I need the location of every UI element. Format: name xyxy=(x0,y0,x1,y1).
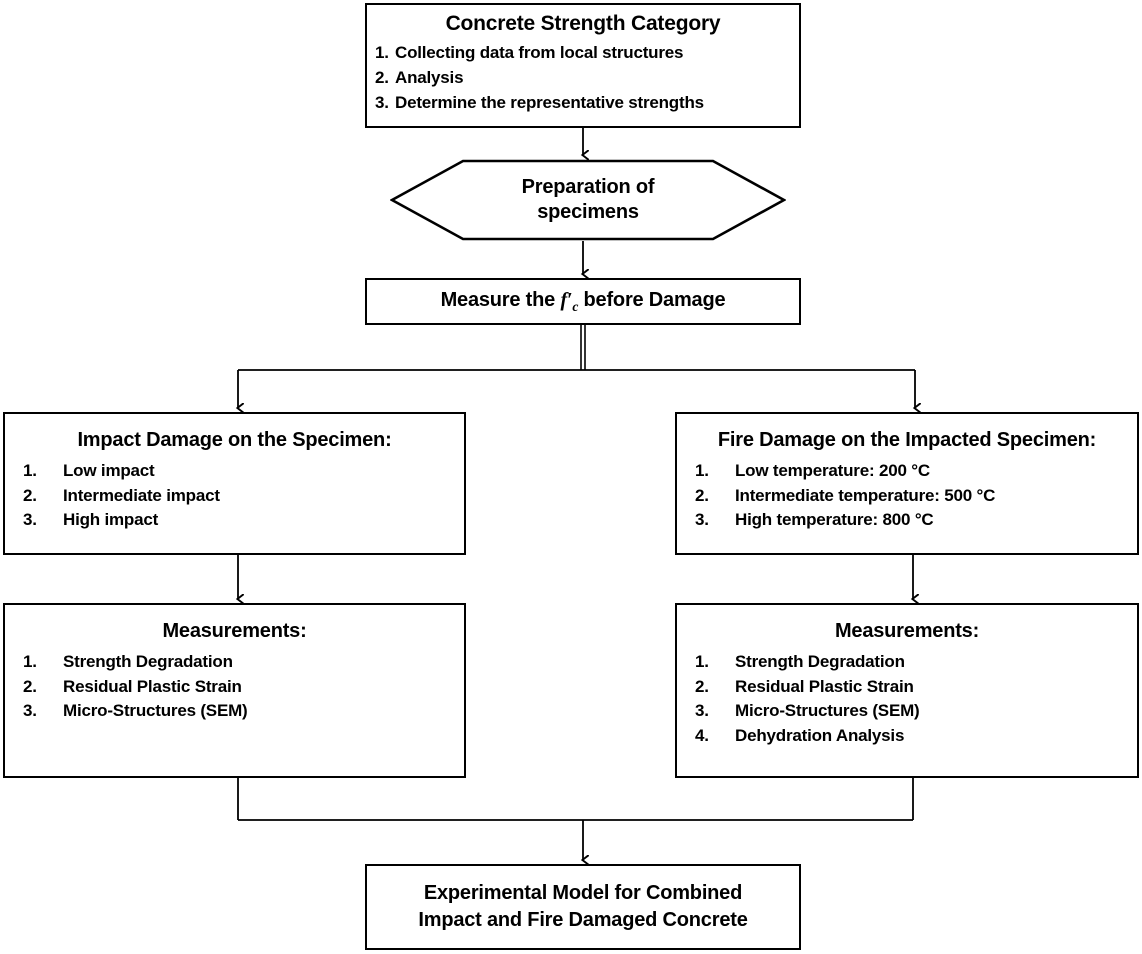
list-item-label: Determine the representative strengths xyxy=(395,92,704,112)
node-title: Experimental Model for Combined Impact a… xyxy=(418,882,748,931)
impact-item-list: 1. Low impact 2. Intermediate impact 3. … xyxy=(5,459,464,533)
list-item: 2. Residual Plastic Strain xyxy=(695,675,1137,700)
list-item: 1. Low temperature: 200 °C xyxy=(695,459,1137,484)
measurements-right-item-list: 1. Strength Degradation 2. Residual Plas… xyxy=(677,650,1137,749)
node-measurements-fire: Measurements: 1. Strength Degradation 2.… xyxy=(675,603,1139,778)
hexagon-shape xyxy=(390,159,786,241)
list-item: 3. High temperature: 800 °C xyxy=(695,508,1137,533)
fc-subscript: c xyxy=(572,298,579,314)
measure-title-suffix: before Damage xyxy=(578,288,726,311)
list-item-label: High impact xyxy=(63,510,159,530)
fc-glyph: f′ xyxy=(560,288,573,311)
fire-item-list: 1. Low temperature: 200 °C 2. Intermedia… xyxy=(677,459,1137,533)
list-item-label: Analysis xyxy=(395,67,464,87)
list-item-label: Intermediate impact xyxy=(63,485,220,505)
list-item: 2. Intermediate impact xyxy=(23,484,464,509)
list-item-number: 4. xyxy=(695,725,709,745)
node-impact-damage-on-specimen: Impact Damage on the Specimen: 1. Low im… xyxy=(3,412,466,555)
list-item: 2. Residual Plastic Strain xyxy=(23,675,464,700)
list-item-number: 1. xyxy=(375,43,389,63)
list-item-number: 2. xyxy=(695,676,709,696)
list-item-number: 2. xyxy=(375,67,389,87)
list-item: 3. Micro-Structures (SEM) xyxy=(23,699,464,724)
measurements-left-item-list: 1. Strength Degradation 2. Residual Plas… xyxy=(5,650,464,724)
list-item-number: 2. xyxy=(23,485,37,505)
node-title: Impact Damage on the Specimen: xyxy=(77,429,392,451)
node-preparation-of-specimens: Preparation of specimens xyxy=(390,159,786,241)
node-measurements-impact: Measurements: 1. Strength Degradation 2.… xyxy=(3,603,466,778)
node-concrete-strength-category: Concrete Strength Category 1. Collecting… xyxy=(365,3,801,128)
node-experimental-model: Experimental Model for Combined Impact a… xyxy=(365,864,801,950)
list-item-number: 1. xyxy=(23,461,37,480)
list-item-number: 2. xyxy=(695,485,709,505)
list-item-label: Low impact xyxy=(63,461,155,480)
list-item-number: 1. xyxy=(695,652,709,671)
list-item-number: 1. xyxy=(695,461,709,480)
list-item-number: 2. xyxy=(23,676,37,696)
category-item-list: 1. Collecting data from local structures… xyxy=(367,41,799,115)
list-item-number: 3. xyxy=(23,701,37,721)
list-item-label: Residual Plastic Strain xyxy=(63,676,242,696)
fc-symbol: f′c xyxy=(560,288,579,314)
list-item-label: Low temperature: 200 °C xyxy=(735,461,930,480)
measure-title-prefix: Measure the xyxy=(440,288,561,311)
list-item: 4. Dehydration Analysis xyxy=(695,724,1137,749)
node-measure-fc-before-damage: Measure the f′c before Damage xyxy=(365,278,801,325)
node-title: Concrete Strength Category xyxy=(445,12,721,35)
list-item-number: 1. xyxy=(23,652,37,671)
list-item-number: 3. xyxy=(23,510,37,530)
list-item-label: Intermediate temperature: 500 °C xyxy=(735,485,996,505)
list-item: 3. Determine the representative strength… xyxy=(375,91,799,116)
list-item-number: 3. xyxy=(695,701,709,721)
list-item-label: Micro-Structures (SEM) xyxy=(63,701,248,721)
node-title: Measurements: xyxy=(834,620,980,642)
list-item: 1. Collecting data from local structures xyxy=(375,41,799,66)
list-item-label: Dehydration Analysis xyxy=(735,725,905,745)
list-item-label: Collecting data from local structures xyxy=(395,43,684,63)
list-item-label: Strength Degradation xyxy=(735,652,905,671)
list-item: 2. Analysis xyxy=(375,66,799,91)
list-item: 3. Micro-Structures (SEM) xyxy=(695,699,1137,724)
node-title: Fire Damage on the Impacted Specimen: xyxy=(717,429,1097,451)
connector-measurements-merge xyxy=(237,778,914,860)
list-item: 1. Low impact xyxy=(23,459,464,484)
list-item: 2. Intermediate temperature: 500 °C xyxy=(695,484,1137,509)
list-item-number: 3. xyxy=(375,92,389,112)
connector-measure-split xyxy=(238,325,915,408)
node-title: Measure the f′c before Damage xyxy=(441,288,726,316)
node-fire-damage-on-impacted-specimen: Fire Damage on the Impacted Specimen: 1.… xyxy=(675,412,1139,555)
list-item: 1. Strength Degradation xyxy=(23,650,464,675)
list-item-label: Strength Degradation xyxy=(63,652,233,671)
list-item: 1. Strength Degradation xyxy=(695,650,1137,675)
list-item-number: 3. xyxy=(695,510,709,530)
node-title: Preparation of specimens xyxy=(521,176,655,223)
node-title: Measurements: xyxy=(162,620,307,642)
list-item-label: Micro-Structures (SEM) xyxy=(735,701,920,721)
list-item-label: High temperature: 800 °C xyxy=(735,510,934,530)
list-item-label: Residual Plastic Strain xyxy=(735,676,914,696)
list-item: 3. High impact xyxy=(23,508,464,533)
